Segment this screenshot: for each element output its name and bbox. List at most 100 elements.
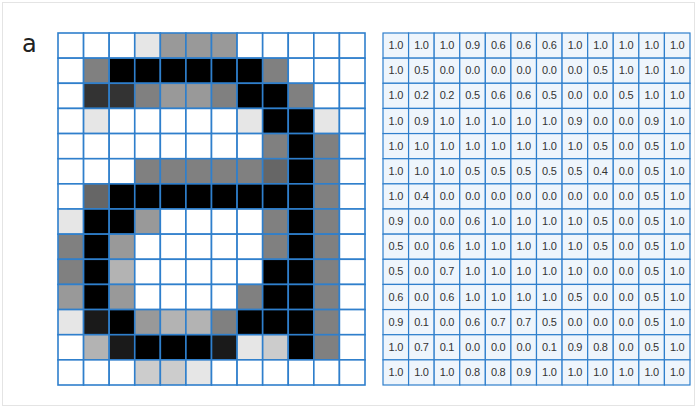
value-cell <box>664 58 690 83</box>
value-cell <box>588 310 614 335</box>
pixel-cell <box>263 33 289 58</box>
pixel-cell <box>160 310 186 335</box>
pixel-cell <box>84 134 110 159</box>
value-cell <box>409 33 435 58</box>
value-cell <box>664 83 690 108</box>
value-cell <box>664 33 690 58</box>
value-cell <box>613 58 639 83</box>
value-cell <box>562 335 588 360</box>
pixel-value: 0.0 <box>568 65 582 76</box>
value-cell <box>588 83 614 108</box>
value-cell <box>383 108 409 133</box>
value-cell <box>537 33 563 58</box>
pixel-value: 0.7 <box>440 266 454 277</box>
pixel-cell <box>339 134 365 159</box>
pixel-value: 0.1 <box>440 342 454 353</box>
value-cell <box>588 184 614 209</box>
pixel-cell <box>58 234 84 259</box>
pixel-value: 0.5 <box>644 342 658 353</box>
pixel-value: 1.0 <box>670 241 684 252</box>
pixel-value: 1.0 <box>440 116 454 127</box>
value-cell <box>434 209 460 234</box>
pixel-cell <box>160 33 186 58</box>
value-cell <box>460 360 486 385</box>
value-cell <box>639 33 665 58</box>
value-cell <box>383 310 409 335</box>
pixel-value: 1.0 <box>542 266 556 277</box>
value-cell <box>485 134 511 159</box>
value-cell <box>537 108 563 133</box>
value-cell <box>664 310 690 335</box>
value-cell <box>460 159 486 184</box>
pixel-cell <box>237 234 263 259</box>
pixel-cell <box>84 184 110 209</box>
value-cell <box>383 134 409 159</box>
value-cell <box>383 83 409 108</box>
pixel-value: 0.5 <box>644 241 658 252</box>
pixel-cell <box>212 184 238 209</box>
value-cell <box>460 234 486 259</box>
pixel-value: 1.0 <box>619 65 633 76</box>
pixel-cell <box>339 58 365 83</box>
pixel-value: 0.8 <box>465 367 479 378</box>
value-cell <box>639 284 665 309</box>
pixel-cell <box>314 134 340 159</box>
value-cell <box>383 335 409 360</box>
value-cell <box>588 159 614 184</box>
pixel-cell <box>263 184 289 209</box>
value-cell <box>460 108 486 133</box>
pixel-value: 1.0 <box>542 241 556 252</box>
pixel-cell <box>212 33 238 58</box>
pixel-value: 0.5 <box>491 166 505 177</box>
pixel-cell <box>109 360 135 385</box>
pixel-value: 1.0 <box>542 216 556 227</box>
pixel-cell <box>339 108 365 133</box>
pixel-value: 1.0 <box>670 166 684 177</box>
value-cell <box>537 209 563 234</box>
value-cell <box>562 209 588 234</box>
pixel-cell <box>109 234 135 259</box>
pixel-value: 0.9 <box>517 367 531 378</box>
pixel-value: 0.6 <box>465 317 479 328</box>
value-cell <box>485 159 511 184</box>
value-cell <box>434 134 460 159</box>
value-cell <box>460 259 486 284</box>
pixel-value: 0.7 <box>517 317 531 328</box>
pixel-cell <box>212 360 238 385</box>
value-cell <box>409 234 435 259</box>
pixel-value: 0.0 <box>619 191 633 202</box>
value-cell <box>639 83 665 108</box>
value-cell <box>434 310 460 335</box>
pixel-cell <box>84 83 110 108</box>
pixel-cell <box>288 259 314 284</box>
pixel-cell <box>160 284 186 309</box>
pixel-cell <box>212 209 238 234</box>
value-cell <box>664 134 690 159</box>
value-cell <box>511 58 537 83</box>
pixel-value: 0.0 <box>568 317 582 328</box>
pixel-value: 0.5 <box>568 166 582 177</box>
value-cell <box>537 83 563 108</box>
pixel-value: 0.6 <box>491 40 505 51</box>
pixel-value: 1.0 <box>568 266 582 277</box>
value-cell <box>664 184 690 209</box>
pixel-value: 1.0 <box>491 216 505 227</box>
value-cell <box>434 108 460 133</box>
pixel-cell <box>314 108 340 133</box>
pixel-cell <box>58 33 84 58</box>
value-cell <box>485 335 511 360</box>
pixel-value: 1.0 <box>389 141 403 152</box>
value-cell <box>434 83 460 108</box>
pixel-cell <box>186 310 212 335</box>
value-cell <box>613 108 639 133</box>
pixel-cell <box>212 310 238 335</box>
pixel-value: 0.5 <box>644 292 658 303</box>
value-cell <box>511 134 537 159</box>
pixel-cell <box>84 259 110 284</box>
pixel-cell <box>109 159 135 184</box>
pixel-image <box>58 33 365 385</box>
pixel-value: 0.0 <box>414 266 428 277</box>
pixel-cell <box>237 58 263 83</box>
pixel-value: 1.0 <box>568 216 582 227</box>
value-cell <box>537 134 563 159</box>
